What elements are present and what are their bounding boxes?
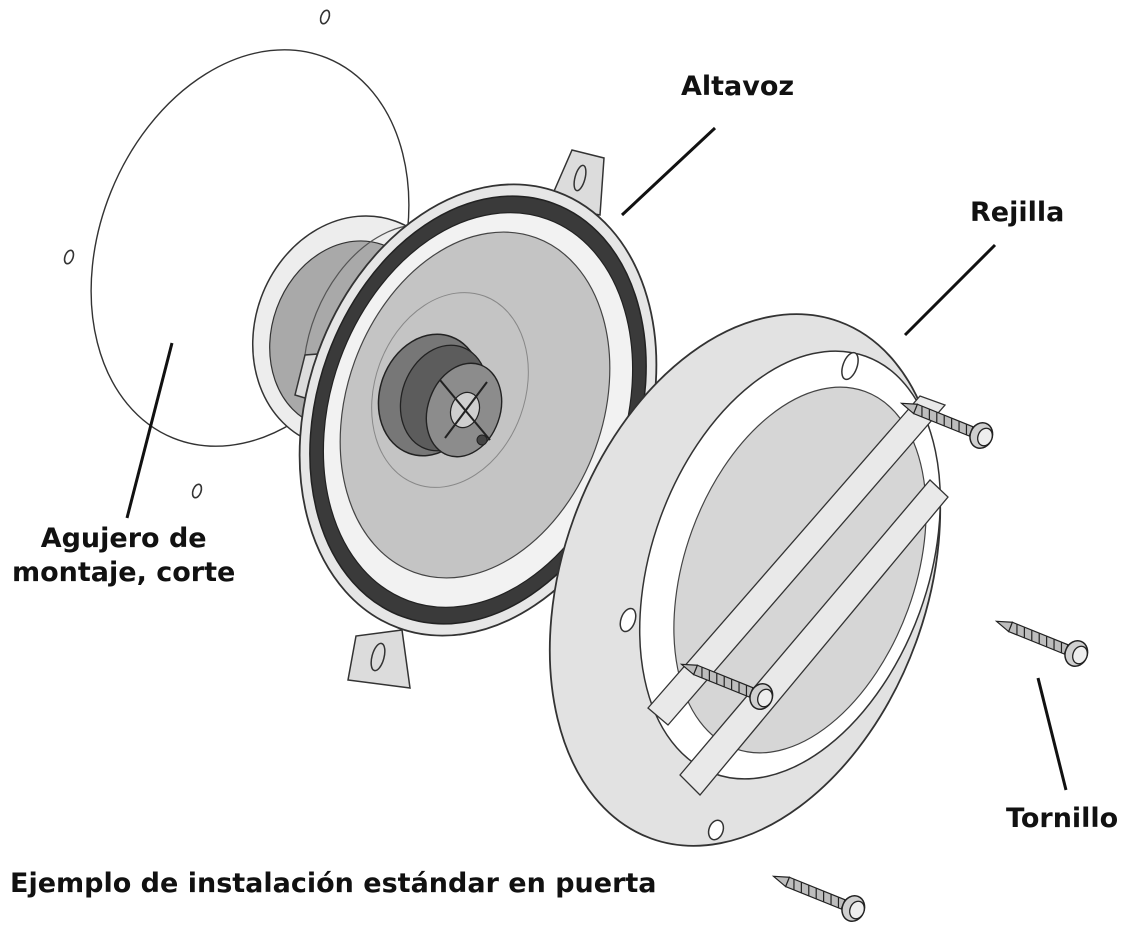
mounting-screw-hole (63, 249, 75, 265)
speaker-mount-tab-bottom (347, 629, 411, 689)
grille-bar (679, 479, 949, 796)
label-mounting-hole-line2: montaje, corte (12, 556, 236, 588)
mounting-screw-hole (191, 483, 203, 499)
leader-line-mounting-hole (125, 342, 174, 519)
screw (771, 875, 866, 922)
label-grille: Rejilla (970, 197, 1065, 228)
grille (548, 313, 949, 847)
grille-screw-hole (707, 819, 725, 841)
diagram-caption: Ejemplo de instalación estándar en puert… (10, 868, 657, 899)
speaker-cone-inner (371, 292, 529, 488)
leader-line-screw (1036, 677, 1068, 791)
grille-bar (647, 395, 947, 726)
label-mounting-hole: Agujero de montaje, corte (12, 522, 235, 590)
screw (994, 620, 1089, 667)
speaker-tab-slot (573, 164, 587, 192)
label-mounting-hole-line1: Agujero de (40, 523, 207, 554)
screw (899, 402, 994, 449)
speaker (251, 149, 661, 689)
label-speaker: Altavoz (681, 71, 795, 102)
leader-line-grille (903, 243, 997, 337)
label-screw: Tornillo (1006, 803, 1119, 834)
speaker-tab-slot (370, 642, 386, 672)
leader-line-speaker (620, 126, 717, 217)
screw (679, 663, 774, 710)
speaker-tweeter (377, 333, 503, 458)
grille-screw-hole (619, 607, 637, 633)
grille-screw-hole (841, 351, 859, 381)
mounting-screw-hole (319, 9, 331, 25)
